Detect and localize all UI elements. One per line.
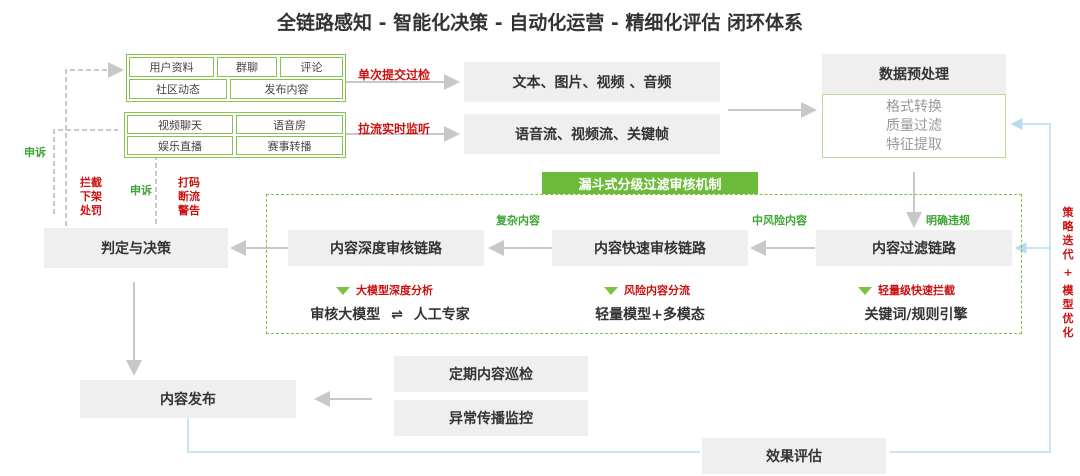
content-streams: 语音流、视频流、关键帧 [464,114,720,154]
tag-filter: 轻量级快速拦截 [858,282,955,298]
source-community-feed: 社区动态 [129,79,227,99]
actions-right: 打码 断流 警告 [178,176,200,217]
tag-deep: 大模型深度分析 [336,282,433,298]
method-filter-name: 关键词/规则引擎 [864,307,968,323]
funnel-region [266,194,1022,334]
preprocess-step-feature: 特征提取 [886,137,942,153]
edge-label-stream-monitor: 拉流实时监听 [358,122,431,136]
down-triangle-icon [604,287,618,295]
edge-label-single-check: 单次提交过检 [358,68,431,82]
exchange-arrows-icon: ⇌ [391,307,403,323]
stage-fast-review: 内容快速审核链路 [552,230,748,266]
preprocess-steps: 格式转换 质量过滤 特征提取 [822,94,1006,158]
source-voice-room: 语音房 [236,115,343,134]
appeal-label-left: 申诉 [24,146,46,159]
patrol-box: 定期内容巡检 [394,356,588,392]
monitor-box: 异常传播监控 [394,400,588,436]
source-group-chat: 群聊 [217,57,277,77]
source-live-stream: 娱乐直播 [127,136,233,155]
method-deep-expert: 人工专家 [413,307,470,323]
source-comment: 评论 [280,57,343,77]
tag-fast: 风险内容分流 [604,282,690,298]
preprocess-step-quality: 质量过滤 [886,118,942,134]
label-complex-content: 复杂内容 [496,214,540,227]
source-user-profile: 用户资料 [129,57,214,77]
source-group-top: 用户资料 群聊 评论 社区动态 发布内容 [126,54,346,102]
stage-content-filter: 内容过滤链路 [816,230,1012,266]
feedback-label: 策 略 迭 代 + 模 型 优 化 [1062,206,1074,339]
page-title: 全链路感知 - 智能化决策 - 自动化运营 - 精细化评估 闭环体系 [277,12,803,34]
method-deep-model: 审核大模型 [310,307,381,323]
content-text-media: 文本、图片、视频 、音频 [464,62,720,102]
source-group-bottom: 视频聊天 语音房 娱乐直播 赛事转播 [124,112,346,158]
evaluation-box: 效果评估 [702,438,886,474]
method-deep-name: 审核大模型 ⇌ 人工专家 [290,304,490,324]
stage-deep-review: 内容深度审核链路 [288,230,484,266]
source-event-broadcast: 赛事转播 [236,136,343,155]
preprocess-title: 数据预处理 [822,54,1006,94]
preprocess-step-format: 格式转换 [886,99,942,115]
appeal-label-right: 申诉 [130,184,152,197]
source-video-chat: 视频聊天 [127,115,233,134]
down-triangle-icon [858,287,872,295]
source-published-content: 发布内容 [230,79,343,99]
method-fast-name: 轻量模型+多模态 [595,307,705,323]
decision-box: 判定与决策 [44,228,228,268]
down-triangle-icon [336,287,350,295]
funnel-title: 漏斗式分级过滤审核机制 [542,172,758,194]
publish-box: 内容发布 [80,380,296,418]
label-mid-risk: 中风险内容 [752,214,807,227]
label-explicit-violation: 明确违规 [926,214,970,227]
actions-left: 拦截 下架 处罚 [80,176,102,217]
